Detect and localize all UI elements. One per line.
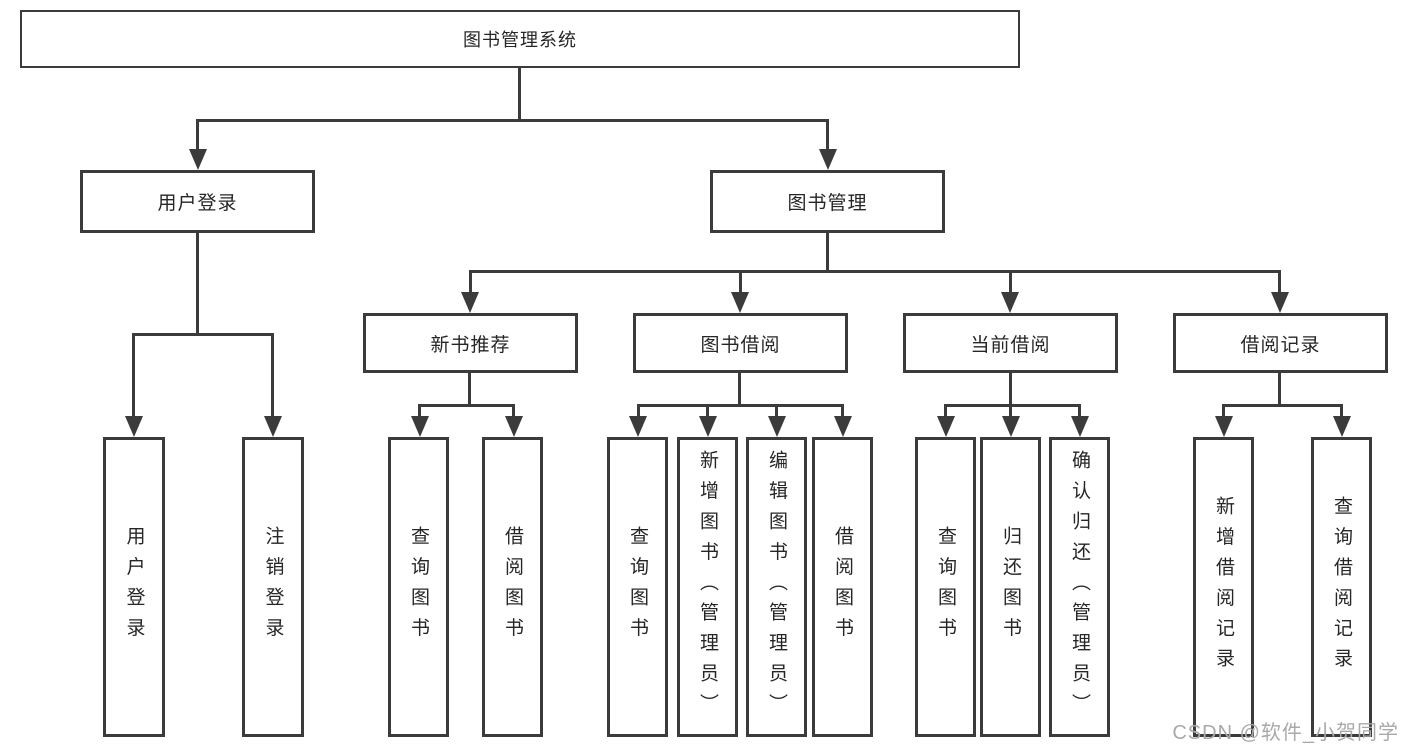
connector-stub [944,404,947,419]
leaf-query-book-recommend: 查询图书 [388,437,449,737]
connector-borrow-records-crossbar [1222,404,1342,407]
connector-stub [1009,270,1012,294]
leaf-add-book-admin-label: 新增图书（管理员） [697,450,718,724]
connector-book-borrow-crossbar [637,404,844,407]
csdn-watermark: CSDN @软件_小贺同学 [1172,722,1399,744]
node-root-label: 图书管理系统 [463,30,577,50]
arrow-down-icon [461,292,479,313]
arrow-down-icon [699,416,717,437]
leaf-add-borrow-record-label: 新增借阅记录 [1213,495,1234,679]
leaf-borrow-book-recommend: 借阅图书 [482,437,543,737]
arrow-down-icon [768,416,786,437]
leaf-query-book-borrow: 查询图书 [607,437,668,737]
connector-stub [1340,404,1343,419]
connector-current-borrow-crossbar [944,404,1081,407]
connector-stub [1078,404,1081,419]
leaf-user-login: 用户登录 [103,437,165,737]
arrow-down-icon [1333,416,1351,437]
leaf-query-book-current-label: 查询图书 [935,526,956,648]
connector-stub [512,404,515,419]
connector-stub [132,333,135,419]
arrow-down-icon [125,416,143,437]
leaf-confirm-return-admin-label: 确认归还（管理员） [1069,450,1090,724]
leaf-logout-label: 注销登录 [262,526,284,648]
connector-stub [271,333,274,419]
node-new-book-recommend-label: 新书推荐 [430,334,511,356]
arrow-down-icon [189,149,207,170]
connector-user-login-crossbar [132,333,274,336]
leaf-confirm-return-admin: 确认归还（管理员） [1049,437,1110,737]
connector-new-rec-stem [468,373,471,407]
node-root: 图书管理系统 [20,10,1020,68]
leaf-borrow-book: 借阅图书 [812,437,873,737]
connector-stub [418,404,421,419]
connector-current-borrow-stem [1009,373,1012,407]
connector-stub [1222,404,1225,419]
leaf-query-book-borrow-label: 查询图书 [627,526,648,648]
leaf-add-book-admin: 新增图书（管理员） [677,437,738,737]
arrow-down-icon [834,416,852,437]
leaf-user-login-label: 用户登录 [123,526,145,648]
arrow-down-icon [1215,416,1233,437]
node-book-borrow: 图书借阅 [633,313,848,373]
leaf-logout: 注销登录 [242,437,304,737]
connector-stub [775,404,778,419]
arrow-down-icon [264,416,282,437]
arrow-down-icon [505,416,523,437]
connector-book-mgmt-crossbar [469,270,1281,273]
leaf-edit-book-admin: 编辑图书（管理员） [746,437,807,737]
arrow-down-icon [1001,292,1019,313]
node-user-login: 用户登录 [80,170,315,233]
connector-stub [637,404,640,419]
connector-root-stem [518,68,521,120]
node-book-borrow-label: 图书借阅 [700,334,781,356]
arrow-down-icon [629,416,647,437]
arrow-down-icon [411,416,429,437]
arrow-down-icon [1002,416,1020,437]
leaf-return-book: 归还图书 [980,437,1041,737]
connector-book-borrow-stem [738,373,741,407]
node-book-management-label: 图书管理 [787,193,868,214]
node-current-borrow: 当前借阅 [903,313,1118,373]
connector-stub [739,270,742,294]
leaf-borrow-book-label: 借阅图书 [832,526,853,648]
arrow-down-icon [1271,292,1289,313]
arrow-down-icon [731,292,749,313]
connector-root-crossbar [196,119,828,122]
leaf-query-book-recommend-label: 查询图书 [408,526,429,648]
leaf-borrow-book-recommend-label: 借阅图书 [502,526,523,648]
leaf-query-book-current: 查询图书 [915,437,976,737]
node-borrow-records-label: 借阅记录 [1240,334,1321,356]
connector-borrow-records-stem [1278,373,1281,407]
connector-stub [469,270,472,294]
node-book-management: 图书管理 [710,170,945,233]
connector-stub [706,404,709,419]
leaf-return-book-label: 归还图书 [1000,526,1021,648]
connector-user-login-stem [196,233,199,336]
connector-book-mgmt-stem [826,233,829,273]
leaf-edit-book-admin-label: 编辑图书（管理员） [766,450,787,724]
leaf-query-borrow-record: 查询借阅记录 [1311,437,1372,737]
arrow-down-icon [819,149,837,170]
connector-stub [826,119,829,152]
arrow-down-icon [937,416,955,437]
connector-stub [196,119,199,152]
arrow-down-icon [1071,416,1089,437]
connector-new-rec-crossbar [418,404,515,407]
connector-stub [1278,270,1281,294]
node-user-login-label: 用户登录 [157,193,238,214]
leaf-query-borrow-record-label: 查询借阅记录 [1331,495,1352,679]
node-borrow-records: 借阅记录 [1173,313,1388,373]
node-current-borrow-label: 当前借阅 [970,334,1051,356]
node-new-book-recommend: 新书推荐 [363,313,578,373]
connector-stub [1009,404,1012,419]
connector-stub [841,404,844,419]
leaf-add-borrow-record: 新增借阅记录 [1193,437,1254,737]
